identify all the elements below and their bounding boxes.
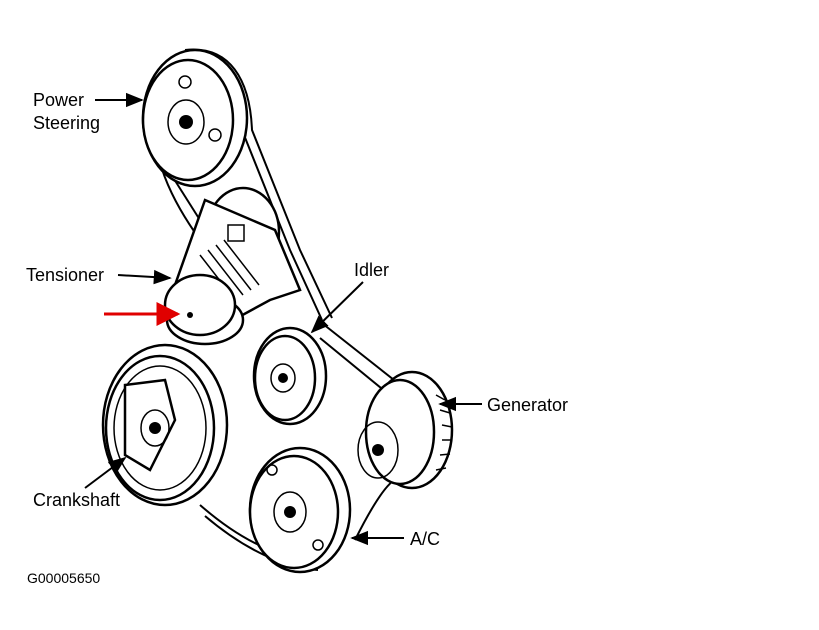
tensioner-leader (117, 269, 172, 285)
power-steering-label-line1: Power (33, 90, 84, 110)
power-steering-label-line2: Steering (33, 113, 100, 133)
ac-label: A/C (410, 529, 440, 549)
idler-pulley (252, 326, 328, 426)
figure-code: G00005650 (27, 570, 100, 586)
tensioner-label: Tensioner (26, 265, 104, 285)
ac-pulley (248, 446, 352, 574)
power-steering-pulley (141, 48, 249, 188)
crankshaft-leader (84, 456, 127, 489)
crankshaft-label: Crankshaft (33, 490, 120, 510)
tensioner-assembly (163, 186, 302, 346)
idler-label: Idler (354, 260, 389, 280)
idler-leader (310, 281, 364, 334)
generator-pulley (357, 370, 454, 490)
crankshaft-pulley (101, 343, 229, 507)
generator-label: Generator (487, 395, 568, 415)
